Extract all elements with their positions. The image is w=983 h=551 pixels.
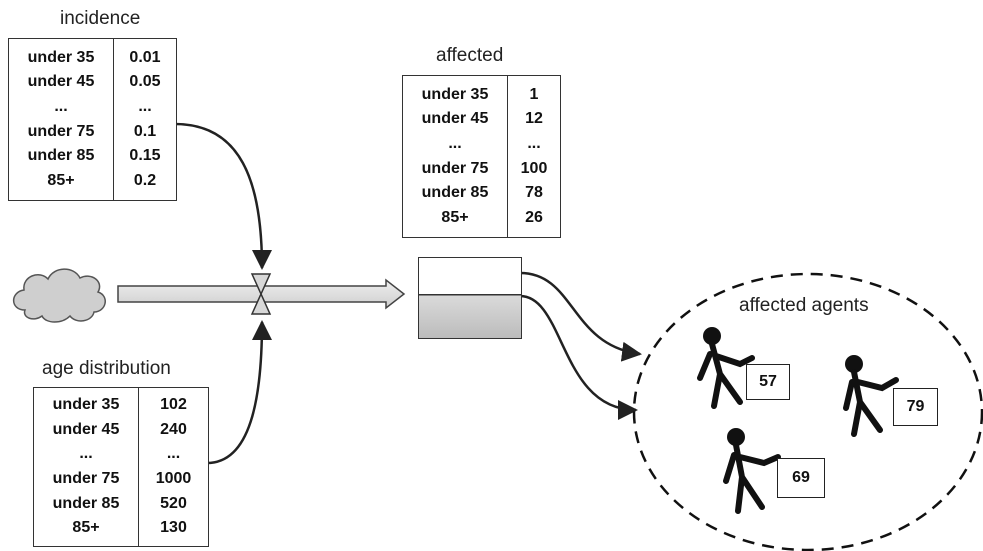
affected-stock xyxy=(418,257,522,339)
table-cell-value: 0.05 xyxy=(129,73,161,91)
table-cell-value: 78 xyxy=(525,184,543,202)
table-cell-value: 0.15 xyxy=(129,147,161,165)
stock-to-agents-arrow-2 xyxy=(519,294,638,420)
table-cell-age: ... xyxy=(448,134,462,152)
cloud-icon xyxy=(12,268,106,323)
affected-title: affected xyxy=(436,45,504,66)
table-cell-value: 520 xyxy=(160,494,187,512)
table-cell-age: ... xyxy=(79,445,93,463)
table-cell-age: under 45 xyxy=(27,73,95,91)
age-distribution-title: age distribution xyxy=(42,358,171,379)
table-cell-age: under 35 xyxy=(27,48,95,66)
table-cell-age: under 85 xyxy=(52,494,120,512)
affected-agents-title: affected agents xyxy=(739,295,869,316)
table-cell-age: under 45 xyxy=(52,420,120,438)
table-cell-value: ... xyxy=(138,97,152,115)
incidence-title: incidence xyxy=(60,8,141,29)
age-distribution-link-arrow xyxy=(206,320,272,465)
table-cell-age: under 75 xyxy=(421,159,489,177)
agent-age-label: 69 xyxy=(777,458,825,498)
table-cell-value: 240 xyxy=(160,420,187,438)
table-cell-age: under 35 xyxy=(421,85,489,103)
table-cell-age: 85+ xyxy=(47,171,75,189)
table-cell-value: ... xyxy=(527,134,541,152)
table-cell-age: under 75 xyxy=(52,470,120,487)
stock-to-agents-arrow-1 xyxy=(519,271,642,362)
agents-population-ellipse xyxy=(632,272,983,551)
incidence-link-arrow xyxy=(174,122,272,270)
table-cell-value: ... xyxy=(166,445,181,463)
table-cell-value: 0.2 xyxy=(133,171,157,189)
stickman-icon xyxy=(723,428,781,514)
table-cell-age: ... xyxy=(54,97,68,115)
table-cell-value: 130 xyxy=(160,519,187,537)
table-cell-age: 85+ xyxy=(72,519,100,537)
table-cell-value: 0.1 xyxy=(133,122,157,140)
agent-age-label: 79 xyxy=(893,388,938,426)
table-cell-value: 1000 xyxy=(155,470,192,487)
table-cell-age: under 45 xyxy=(421,110,489,128)
agent-age-label: 57 xyxy=(746,364,790,400)
incidence-table: under 35 under 45 ... under 75 under 85 … xyxy=(8,38,177,201)
table-cell-value: 100 xyxy=(520,159,548,177)
table-cell-value: 1 xyxy=(529,85,539,103)
table-cell-age: under 75 xyxy=(27,122,95,140)
table-cell-age: under 85 xyxy=(421,184,489,202)
table-cell-age: under 35 xyxy=(52,396,120,414)
table-cell-value: 26 xyxy=(525,208,543,226)
table-cell-value: 102 xyxy=(160,396,187,414)
table-cell-age: under 85 xyxy=(27,147,95,165)
stickman-icon xyxy=(843,355,899,437)
affected-table: under 35 under 45 ... under 75 under 85 … xyxy=(402,75,561,238)
stickman-icon xyxy=(697,327,755,409)
age-distribution-table: under 35 under 45 ... under 75 under 85 … xyxy=(33,387,209,547)
valve-icon xyxy=(250,273,272,315)
table-cell-age: 85+ xyxy=(441,208,469,226)
table-cell-value: 0.01 xyxy=(129,48,161,66)
table-cell-value: 12 xyxy=(525,110,543,128)
